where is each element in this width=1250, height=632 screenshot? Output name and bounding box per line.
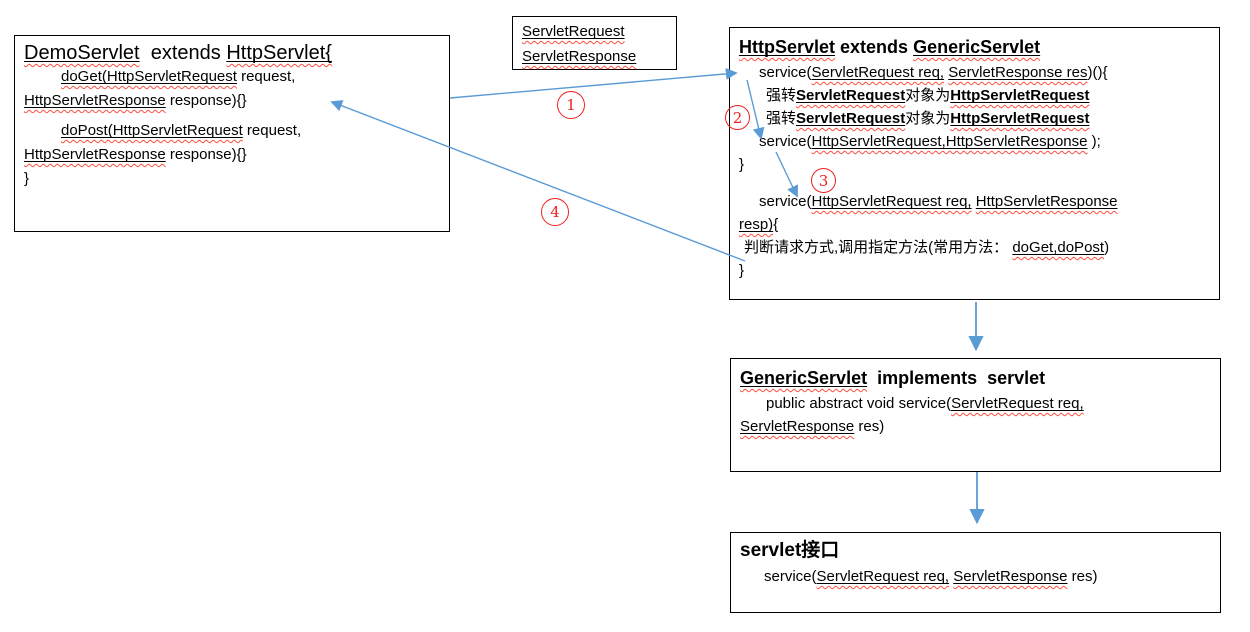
text-line: servlet接口 [740, 540, 840, 561]
httpservlet-box: HttpServlet extends GenericServlet servic… [729, 27, 1220, 300]
text-line: service(ServletRequest req, ServletRespo… [759, 64, 1108, 81]
text-line: ServletRequest [522, 23, 625, 40]
text-line: 强转ServletRequest对象为HttpServletRequest [766, 87, 1090, 104]
arrow-step1-demo-to-httpservlet [449, 67, 738, 99]
text-line: ServletResponse res) [740, 418, 885, 435]
text-line: } [739, 262, 745, 279]
text-line: 强转ServletRequest对象为HttpServletRequest [766, 110, 1090, 127]
genericservlet-box: GenericServlet implements servlet public … [730, 358, 1221, 472]
text-line: service(HttpServletRequest,HttpServletRe… [759, 133, 1101, 150]
text-line: 判断请求方式,调用指定方法(常用方法： doGet,doPost) [744, 239, 1110, 256]
step-3-badge: 3 [811, 168, 836, 193]
text-line: HttpServletResponse response){} [24, 92, 247, 109]
demoservlet-box: DemoServlet extends HttpServlet{ doGet(Ht… [14, 35, 450, 232]
text-line: } [24, 170, 30, 187]
text-line: DemoServlet extends HttpServlet{ [24, 42, 332, 64]
text-line: doPost(HttpServletRequest request, [61, 122, 302, 139]
text-line: } [739, 156, 745, 173]
step-4-badge: 4 [541, 198, 569, 226]
text-line: public abstract void service(ServletRequ… [766, 395, 1084, 412]
text-line: service(ServletRequest req, ServletRespo… [764, 568, 1098, 585]
servlet-interface-box: servlet接口 service(ServletRequest req, Ser… [730, 532, 1221, 613]
text-line: HttpServlet extends GenericServlet [739, 37, 1041, 57]
text-line: GenericServlet implements servlet [740, 368, 1046, 388]
step-2-badge: 2 [725, 105, 750, 130]
text-line: doGet(HttpServletRequest request, [61, 68, 296, 85]
text-line: ServletResponse [522, 48, 637, 65]
text-line: HttpServletResponse response){} [24, 146, 247, 163]
step-1-badge: 1 [557, 91, 585, 119]
text-line: resp){ [739, 216, 779, 233]
text-line: service(HttpServletRequest req, HttpServ… [759, 193, 1118, 210]
text-line [739, 176, 1210, 190]
